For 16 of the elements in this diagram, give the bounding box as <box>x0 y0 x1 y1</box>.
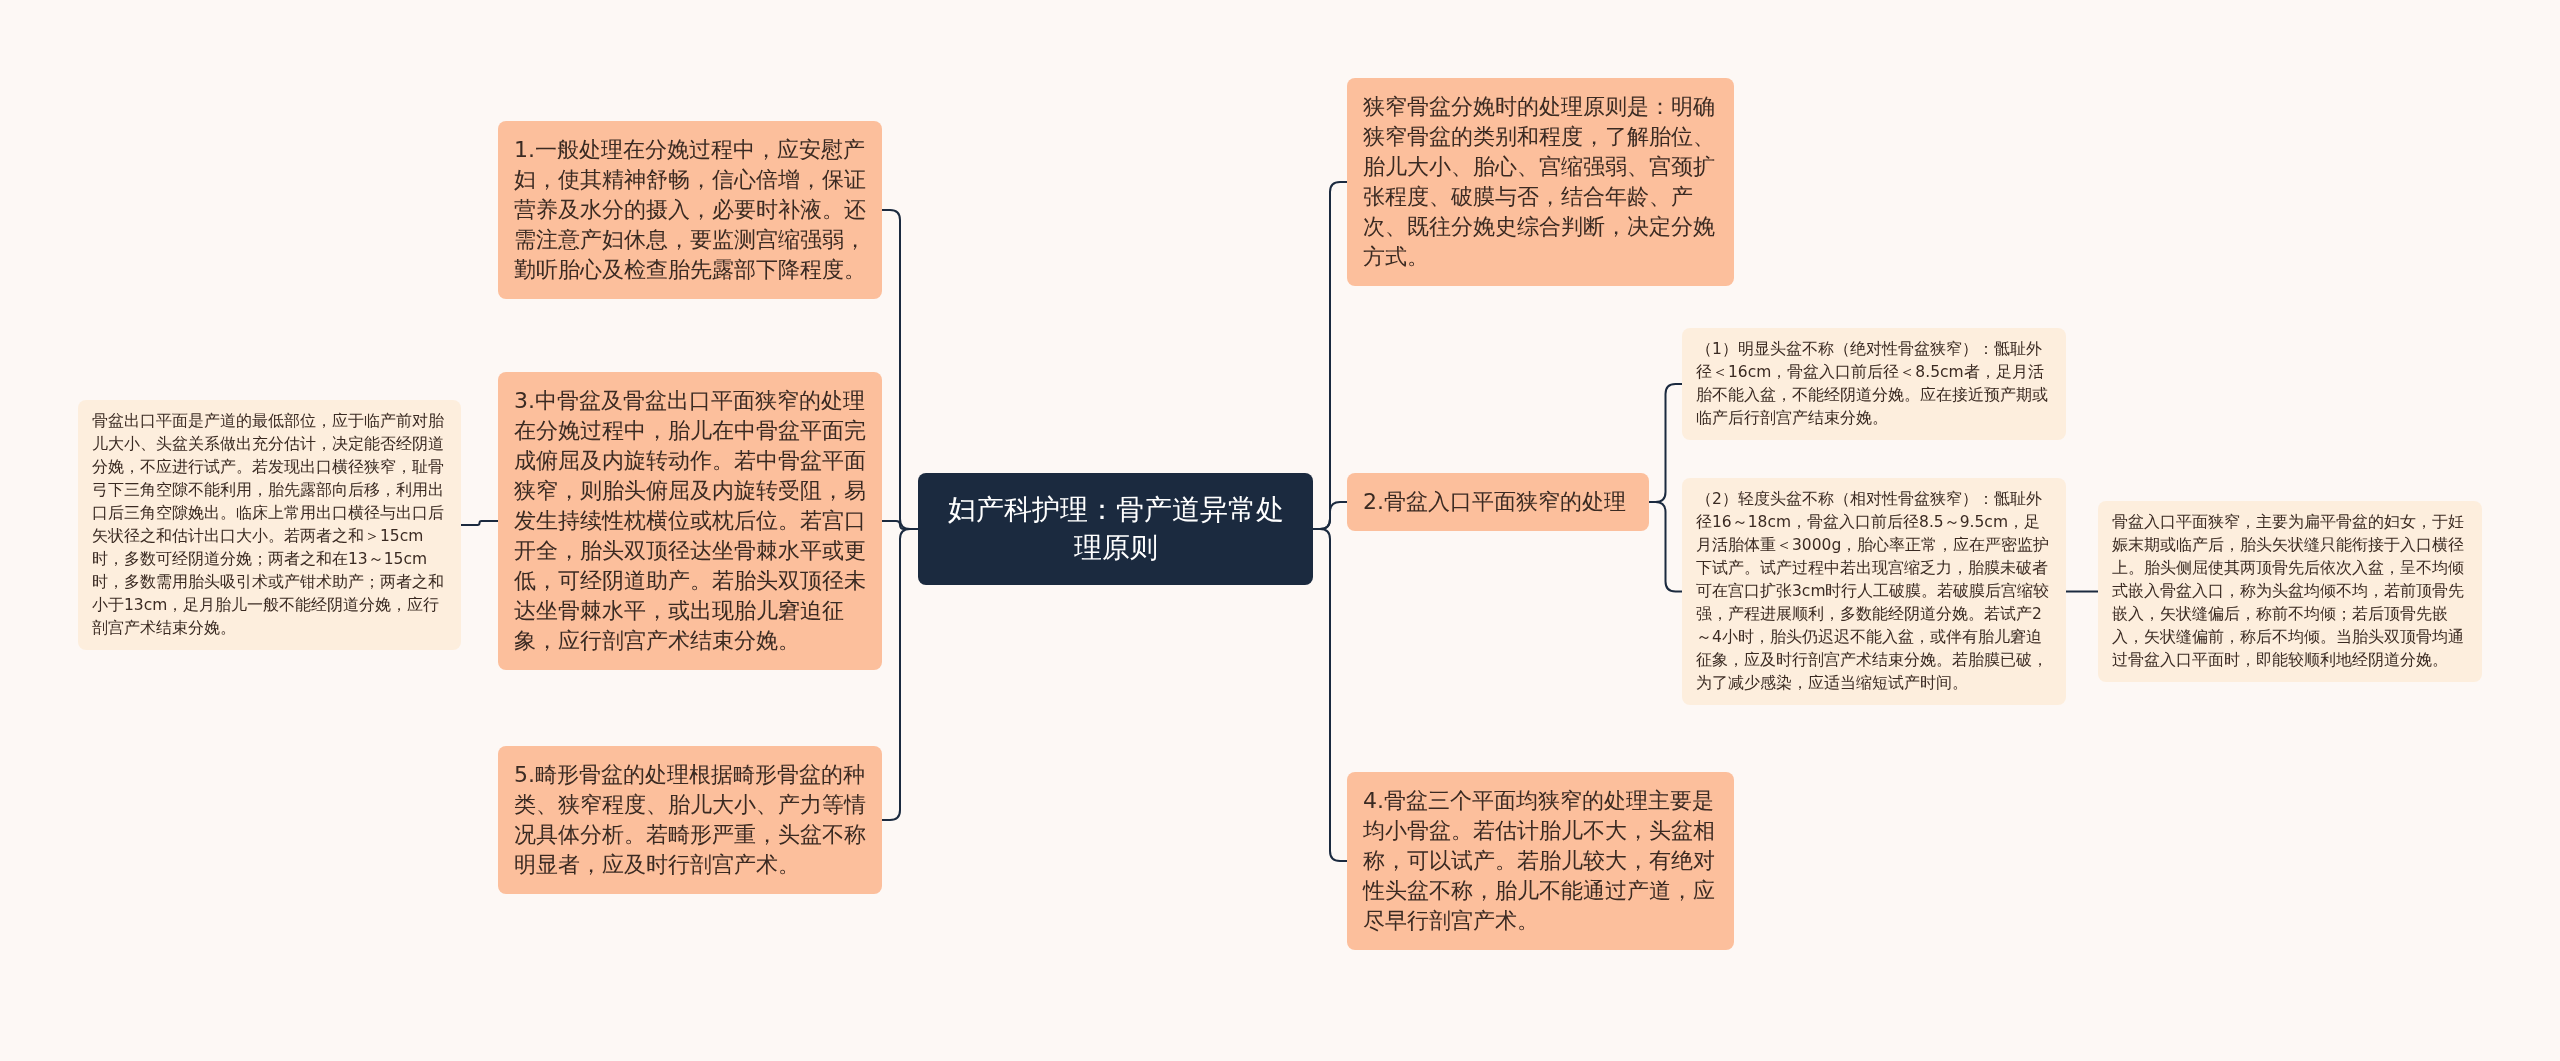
topic-box: 5.畸形骨盆的处理根据畸形骨盆的种类、狭窄程度、胎儿大小、产力等情况具体分析。若畸形严重，头盆不称明显者，应及时行剖宫产术。 <box>498 746 882 894</box>
note-box: （1）明显头盆不称（绝对性骨盆狭窄）：骶耻外径＜16cm，骨盆入口前后径＜8.5cm者，足月活胎不能入盆，不能经阴道分娩。应在接近预产期或临产后行剖宫产结束分娩。 <box>1682 328 2066 440</box>
topic-box: 狭窄骨盆分娩时的处理原则是：明确狭窄骨盆的类别和程度，了解胎位、胎儿大小、胎心、宫缩强弱、宫颈扩张程度、破膜与否，结合年龄、产次、既往分娩史综合判断，决定分娩方式。 <box>1347 78 1734 286</box>
note-box: 骨盆入口平面狭窄，主要为扁平骨盆的妇女，于妊娠末期或临产后，胎头矢状缝只能衔接于入口横径上。胎头侧屈使其两顶骨先后依次入盆，呈不均倾式嵌入骨盆入口，称为头盆均倾不均，若前顶骨先嵌入，矢状缝偏后，称前不均倾；若后顶骨先嵌入，矢状缝偏前，称后不均倾。当胎头双顶骨均通过骨盆入口平面时，即能较顺利地经阴道分娩。 <box>2098 501 2482 682</box>
connector-line <box>1648 501 1683 593</box>
note-box: 骨盆出口平面是产道的最低部位，应于临产前对胎儿大小、头盆关系做出充分估计，决定能否经阴道分娩，不应进行试产。若发现出口横径狭窄，耻骨弓下三角空隙不能利用，胎先露部向后移，利用出口后三角空隙娩出。临床上常用出口横径与出口后矢状径之和估计出口大小。若两者之和＞15cm时，多数可经阴道分娩；两者之和在13～15cm时，多数需用胎头吸引术或产钳术助产；两者之和小于13cm，足月胎儿一般不能经阴道分娩，应行剖宫产术结束分娩。 <box>78 400 461 650</box>
connector-line <box>2065 590 2099 593</box>
topic-box: 3.中骨盆及骨盆出口平面狭窄的处理在分娩过程中，胎儿在中骨盆平面完成俯屈及内旋转动作。若中骨盆平面狭窄，则胎头俯屈及内旋转受阻，易发生持续性枕横位或枕后位。若宫口开全，胎头双顶径达坐骨棘水平或更低，可经阴道助产。若胎头双顶径未达坐骨棘水平，或出现胎儿窘迫征象，应行剖宫产术结束分娩。 <box>498 372 882 670</box>
connector-line <box>881 528 919 821</box>
central-topic-box: 妇产科护理：骨产道异常处理原则 <box>918 473 1313 585</box>
topic-box: 2.骨盆入口平面狭窄的处理 <box>1347 473 1649 531</box>
connector-line <box>460 520 499 526</box>
topic-box: 1.一般处理在分娩过程中，应安慰产妇，使其精神舒畅，信心倍增，保证营养及水分的摄入，必要时补液。还需注意产妇休息，要监测宫缩强弱，勤听胎心及检查胎先露部下降程度。 <box>498 121 882 299</box>
note-box: （2）轻度头盆不称（相对性骨盆狭窄）：骶耻外径16～18cm，骨盆入口前后径8.5～9.5cm，足月活胎体重＜3000g，胎心率正常，应在严密监护下试产。试产过程中若出现宫缩乏力，胎膜未破者可在宫口扩张3cm时行人工破膜。若破膜后宫缩较强，产程进展顺利，多数能经阴道分娩。若试产2～4小时，胎头仍迟迟不能入盆，或伴有胎儿窘迫征象，应及时行剖宫产术结束分娩。若胎膜已破，为了减少感染，应适当缩短试产时间。 <box>1682 478 2066 705</box>
topic-box: 4.骨盆三个平面均狭窄的处理主要是均小骨盆。若估计胎儿不大，头盆相称，可以试产。若胎儿较大，有绝对性头盆不称，胎儿不能通过产道，应尽早行剖宫产术。 <box>1347 772 1734 950</box>
connector-line <box>1312 528 1348 862</box>
